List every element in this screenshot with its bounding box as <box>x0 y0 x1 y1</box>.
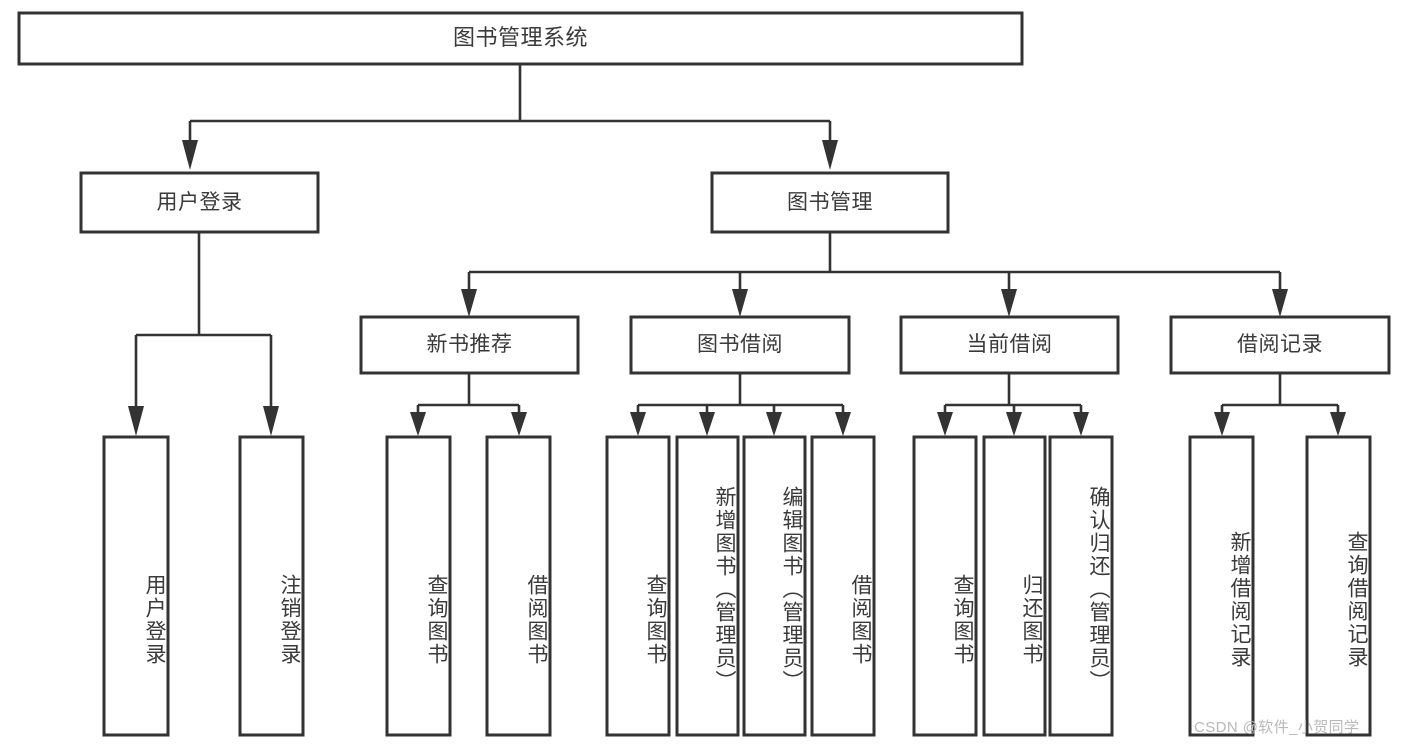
arrow-head-user-login <box>182 140 198 170</box>
arrow-head-bookborrow-leaf-2 <box>699 412 715 436</box>
node-box-leaf-bb-borrow[interactable] <box>810 435 876 737</box>
arrow-head-bookborrow-leaf-4 <box>835 412 851 436</box>
arrow-head-newbook-leaf-1 <box>410 412 426 436</box>
arrow-head-leaf-user-login <box>128 406 144 436</box>
arrow-head-leaf-logout <box>263 406 279 436</box>
arrow-head-book-borrow <box>732 289 748 317</box>
node-box-user-login[interactable] <box>79 171 320 234</box>
node-box-leaf-cb-confirm[interactable] <box>1048 435 1114 737</box>
node-box-leaf-logout[interactable] <box>238 435 305 737</box>
node-box-book-borrow[interactable] <box>629 315 851 375</box>
node-box-leaf-bb-add[interactable] <box>675 435 740 737</box>
node-box-root[interactable] <box>17 11 1024 66</box>
arrow-head-new-book-rec <box>461 289 477 317</box>
arrow-head-borrowrecord-leaf-1 <box>1214 412 1230 436</box>
node-box-leaf-bb-edit[interactable] <box>742 435 807 737</box>
node-box-leaf-newbook-query[interactable] <box>385 435 452 737</box>
arrow-head-borrow-record <box>1272 289 1288 317</box>
arrow-head-currentborrow-leaf-1 <box>937 412 953 436</box>
node-box-leaf-bb-query[interactable] <box>605 435 671 737</box>
arrow-head-borrowrecord-leaf-2 <box>1330 412 1346 436</box>
arrow-head-book-mgmt <box>822 140 838 170</box>
arrow-head-currentborrow-leaf-3 <box>1073 412 1089 436</box>
node-box-leaf-br-query[interactable] <box>1305 435 1372 737</box>
node-box-borrow-record[interactable] <box>1169 315 1391 375</box>
node-box-leaf-cb-return[interactable] <box>982 435 1047 737</box>
node-box-leaf-newbook-borrow[interactable] <box>485 435 552 737</box>
node-box-leaf-br-add[interactable] <box>1188 435 1255 737</box>
arrow-head-bookborrow-leaf-1 <box>630 412 646 436</box>
arrow-head-currentborrow-leaf-2 <box>1006 412 1022 436</box>
arrow-head-newbook-leaf-2 <box>511 412 527 436</box>
node-box-leaf-user-login[interactable] <box>102 435 170 737</box>
arrow-head-current-borrow <box>1001 289 1017 317</box>
csdn-watermark: CSDN @软件_小贺同学 <box>1194 719 1360 736</box>
arrow-head-bookborrow-leaf-3 <box>766 412 782 436</box>
node-box-leaf-cb-query[interactable] <box>912 435 978 737</box>
node-box-book-management[interactable] <box>710 171 950 234</box>
node-box-current-borrow[interactable] <box>899 315 1120 375</box>
node-box-new-book-recommend[interactable] <box>359 315 580 375</box>
